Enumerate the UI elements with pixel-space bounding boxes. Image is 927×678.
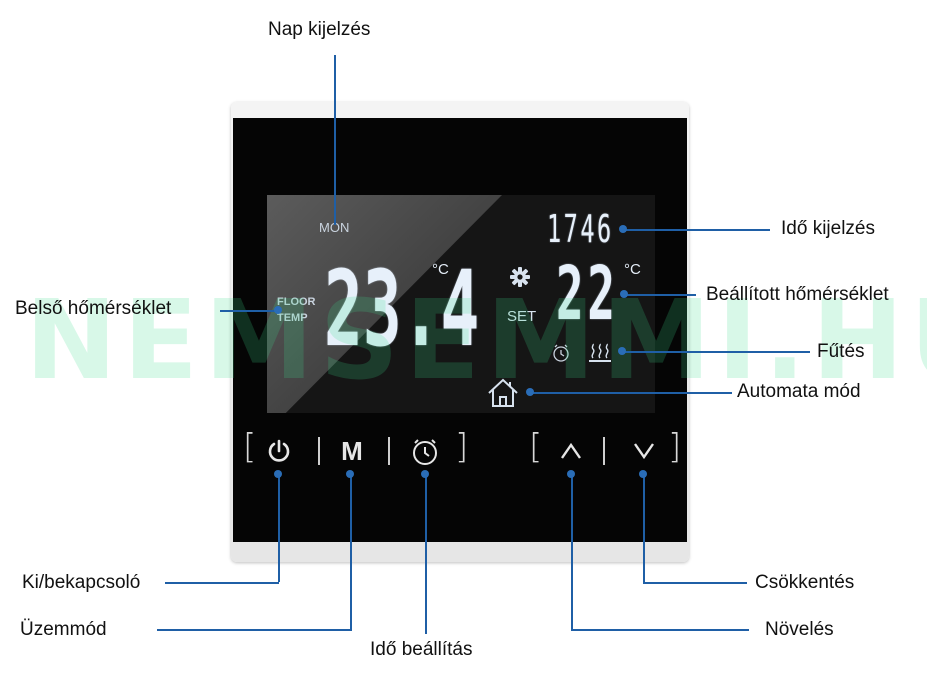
- clock-icon: [413, 439, 437, 465]
- leader-dot: [274, 470, 282, 478]
- set-temp-unit: °C: [624, 261, 641, 278]
- leader-line-internal-temp: [220, 310, 278, 312]
- watermark: NEMSEMMI.HU: [25, 276, 927, 404]
- label-day-display: Nap kijelzés: [268, 19, 371, 40]
- label-auto-mode: Automata mód: [737, 381, 861, 402]
- leader-line-set-temp: [624, 294, 696, 296]
- leader-line-decrease: [643, 474, 645, 583]
- leader-line-auto-mode: [530, 392, 732, 394]
- increase-button[interactable]: [555, 436, 587, 466]
- decrease-button[interactable]: [628, 436, 660, 466]
- floor-label: FLOOR: [277, 296, 316, 308]
- left-group-open-bracket: [: [243, 427, 257, 467]
- leader-line-decrease: [643, 582, 747, 584]
- time-readout: 1746: [547, 207, 614, 251]
- leader-dot: [620, 290, 628, 298]
- leader-line-increase: [571, 629, 749, 631]
- label-mode: Üzemmód: [20, 619, 107, 640]
- chevron-down-icon: [634, 443, 654, 460]
- leader-dot: [618, 347, 626, 355]
- leader-line-time: [622, 229, 770, 231]
- label-time-display: Idő kijelzés: [781, 218, 875, 239]
- label-set-temp: Beállított hőmérséklet: [706, 284, 889, 305]
- chevron-up-icon: [561, 442, 581, 459]
- leader-line-day: [334, 55, 336, 225]
- leader-dot: [421, 470, 429, 478]
- set-label: SET: [507, 308, 537, 325]
- leader-line-mode: [157, 629, 352, 631]
- heating-icon: [589, 343, 611, 362]
- leader-dot: [274, 306, 282, 314]
- right-group-close-bracket: ]: [668, 427, 682, 467]
- leader-line-heating: [622, 351, 810, 353]
- left-group-close-bracket: ]: [455, 427, 469, 467]
- label-power-switch: Ki/bekapcsoló: [22, 572, 141, 593]
- label-increase: Növelés: [765, 619, 834, 640]
- leader-line-time-setting: [425, 474, 427, 634]
- label-heating: Fűtés: [817, 341, 865, 362]
- leader-dot: [619, 225, 627, 233]
- button-divider: [603, 437, 605, 465]
- button-divider: [388, 437, 390, 465]
- gear-icon: [510, 267, 530, 287]
- label-decrease: Csökkentés: [755, 572, 855, 593]
- schedule-clock-icon: [553, 344, 569, 362]
- leader-dot: [639, 470, 647, 478]
- mode-button[interactable]: M: [341, 436, 363, 466]
- button-divider: [318, 437, 320, 465]
- right-group-open-bracket: [: [529, 427, 543, 467]
- time-setting-button[interactable]: [408, 436, 442, 468]
- power-icon: [268, 439, 290, 462]
- label-time-setting: Idő beállítás: [370, 639, 473, 660]
- leader-dot: [567, 470, 575, 478]
- room-temp-unit: °C: [432, 261, 449, 278]
- leader-line-increase: [571, 474, 573, 630]
- set-temperature-readout: 22: [556, 251, 619, 337]
- leader-dot: [346, 470, 354, 478]
- leader-line-power: [165, 582, 279, 584]
- power-button[interactable]: [263, 436, 295, 466]
- room-temperature-readout: 23.4: [324, 248, 480, 370]
- leader-line-power: [278, 474, 280, 582]
- leader-dot: [526, 388, 534, 396]
- home-icon: [488, 378, 518, 407]
- label-internal-temp: Belső hőmérséklet: [15, 298, 172, 319]
- leader-line-mode: [350, 474, 352, 630]
- day-indicator: MON: [319, 220, 350, 235]
- temp-label: TEMP: [277, 312, 308, 324]
- lcd-screen: [267, 195, 655, 413]
